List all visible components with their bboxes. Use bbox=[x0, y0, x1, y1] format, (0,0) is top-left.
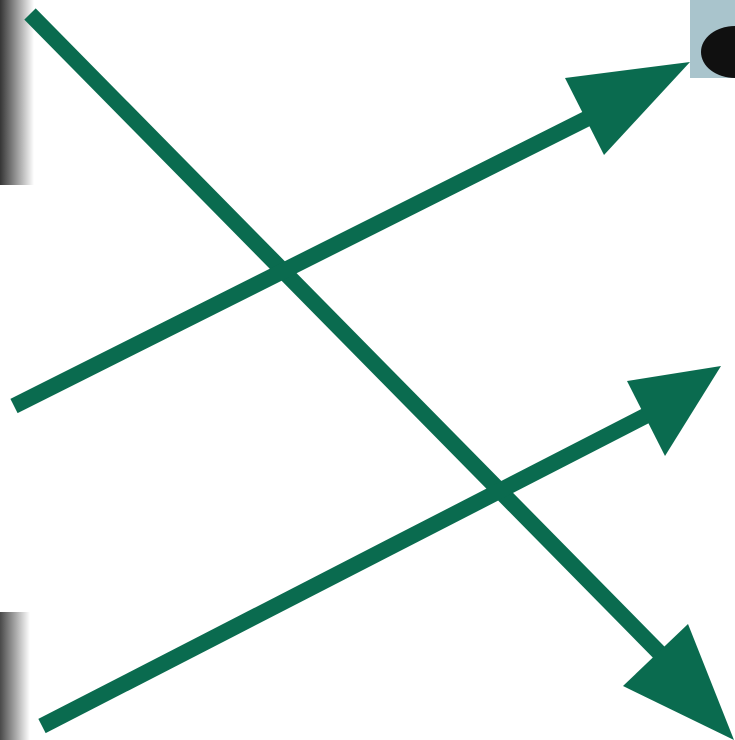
upper-rising-arrow bbox=[14, 62, 690, 406]
left-upper-photo-fragment bbox=[0, 0, 34, 185]
left-lower-photo-fragment bbox=[0, 612, 30, 740]
top-right-photo-fragment bbox=[690, 0, 735, 78]
lower-rising-arrow bbox=[42, 366, 721, 726]
